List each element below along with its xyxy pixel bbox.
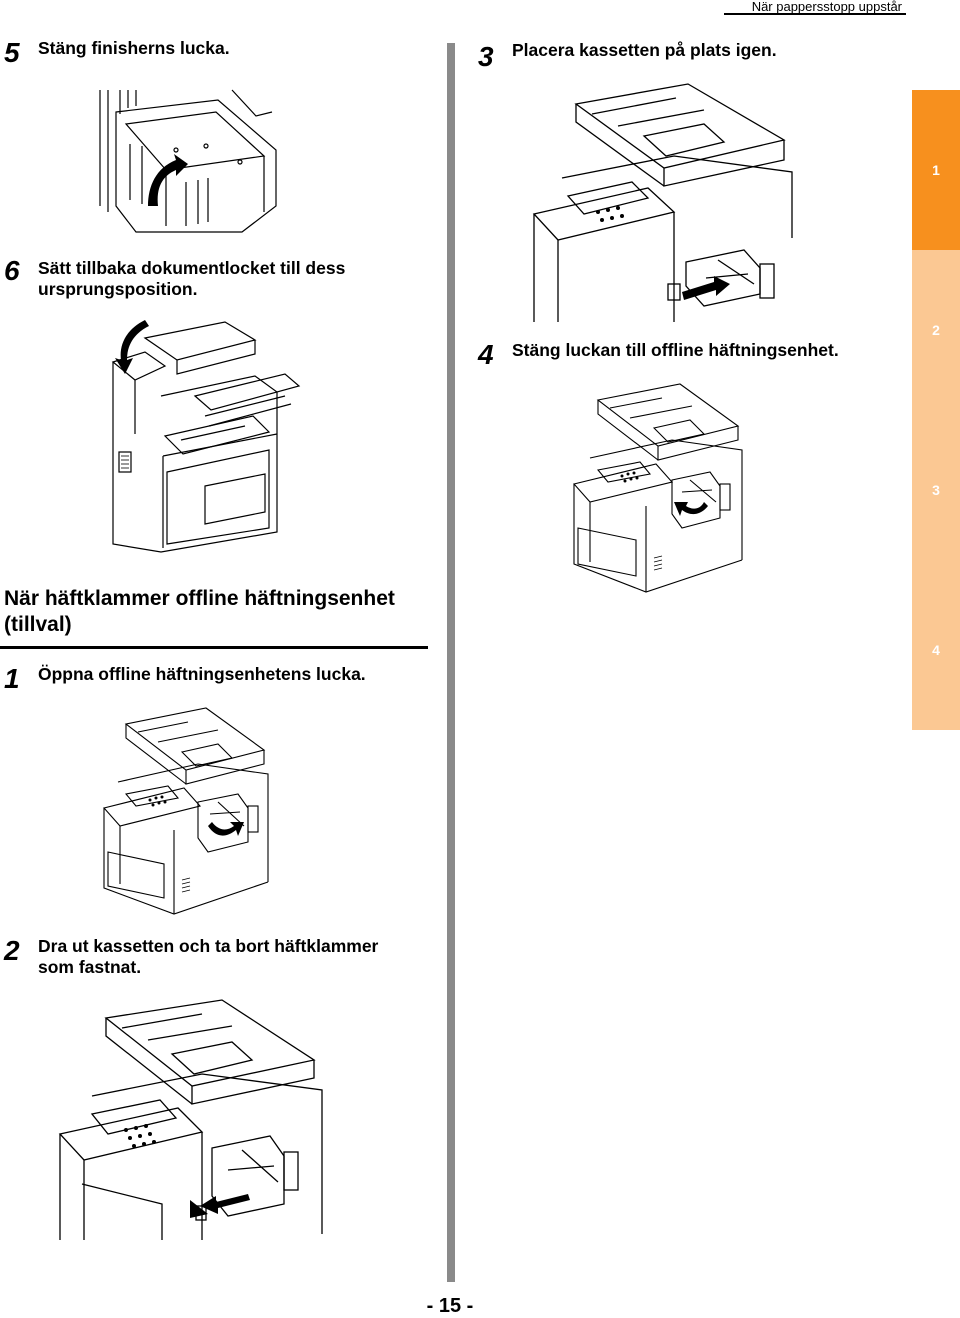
step-text: Dra ut kassetten och ta bort häftklammer…: [38, 936, 379, 977]
chapter-tab-1[interactable]: 1: [912, 90, 960, 250]
step-number: 4: [478, 339, 494, 370]
step-text: Stäng finisherns lucka.: [38, 38, 230, 58]
running-header: När pappersstopp uppstår: [751, 0, 902, 14]
step-number: 2: [4, 935, 20, 966]
page-number: - 15 -: [426, 1295, 474, 1317]
chapter-tab-2[interactable]: 2: [912, 250, 960, 410]
chapter-tab-3[interactable]: 3: [912, 410, 960, 570]
chapter-tabs: 1 2 3 4: [912, 90, 960, 730]
step-text: Öppna offline häftningsenhetens lucka.: [38, 664, 366, 684]
step-number: 1: [4, 663, 20, 694]
step-text: Sätt tillbaka dokumentlocket till dess u…: [38, 258, 346, 299]
step-number: 5: [4, 37, 20, 68]
column-divider: [447, 43, 455, 1282]
finisher-illustration: [96, 86, 282, 234]
section-heading: När häftklammer offline häftningsenhet (…: [4, 587, 395, 636]
mfp-document-lid-illustration: [105, 316, 305, 554]
chapter-tab-4[interactable]: 4: [912, 570, 960, 730]
mfp-cartridge-pull-illustration: [52, 994, 332, 1242]
step-text: Stäng luckan till offline häftningsenhet…: [512, 340, 839, 360]
step-number: 3: [478, 41, 494, 72]
mfp-stapler-close-illustration: [568, 378, 748, 594]
header-rule: [724, 13, 906, 15]
step-number: 6: [4, 255, 20, 286]
mfp-stapler-open-illustration: [98, 702, 274, 916]
step-text: Placera kassetten på plats igen.: [512, 40, 777, 60]
section-rule: [0, 646, 428, 649]
mfp-cartridge-insert-illustration: [528, 78, 804, 324]
